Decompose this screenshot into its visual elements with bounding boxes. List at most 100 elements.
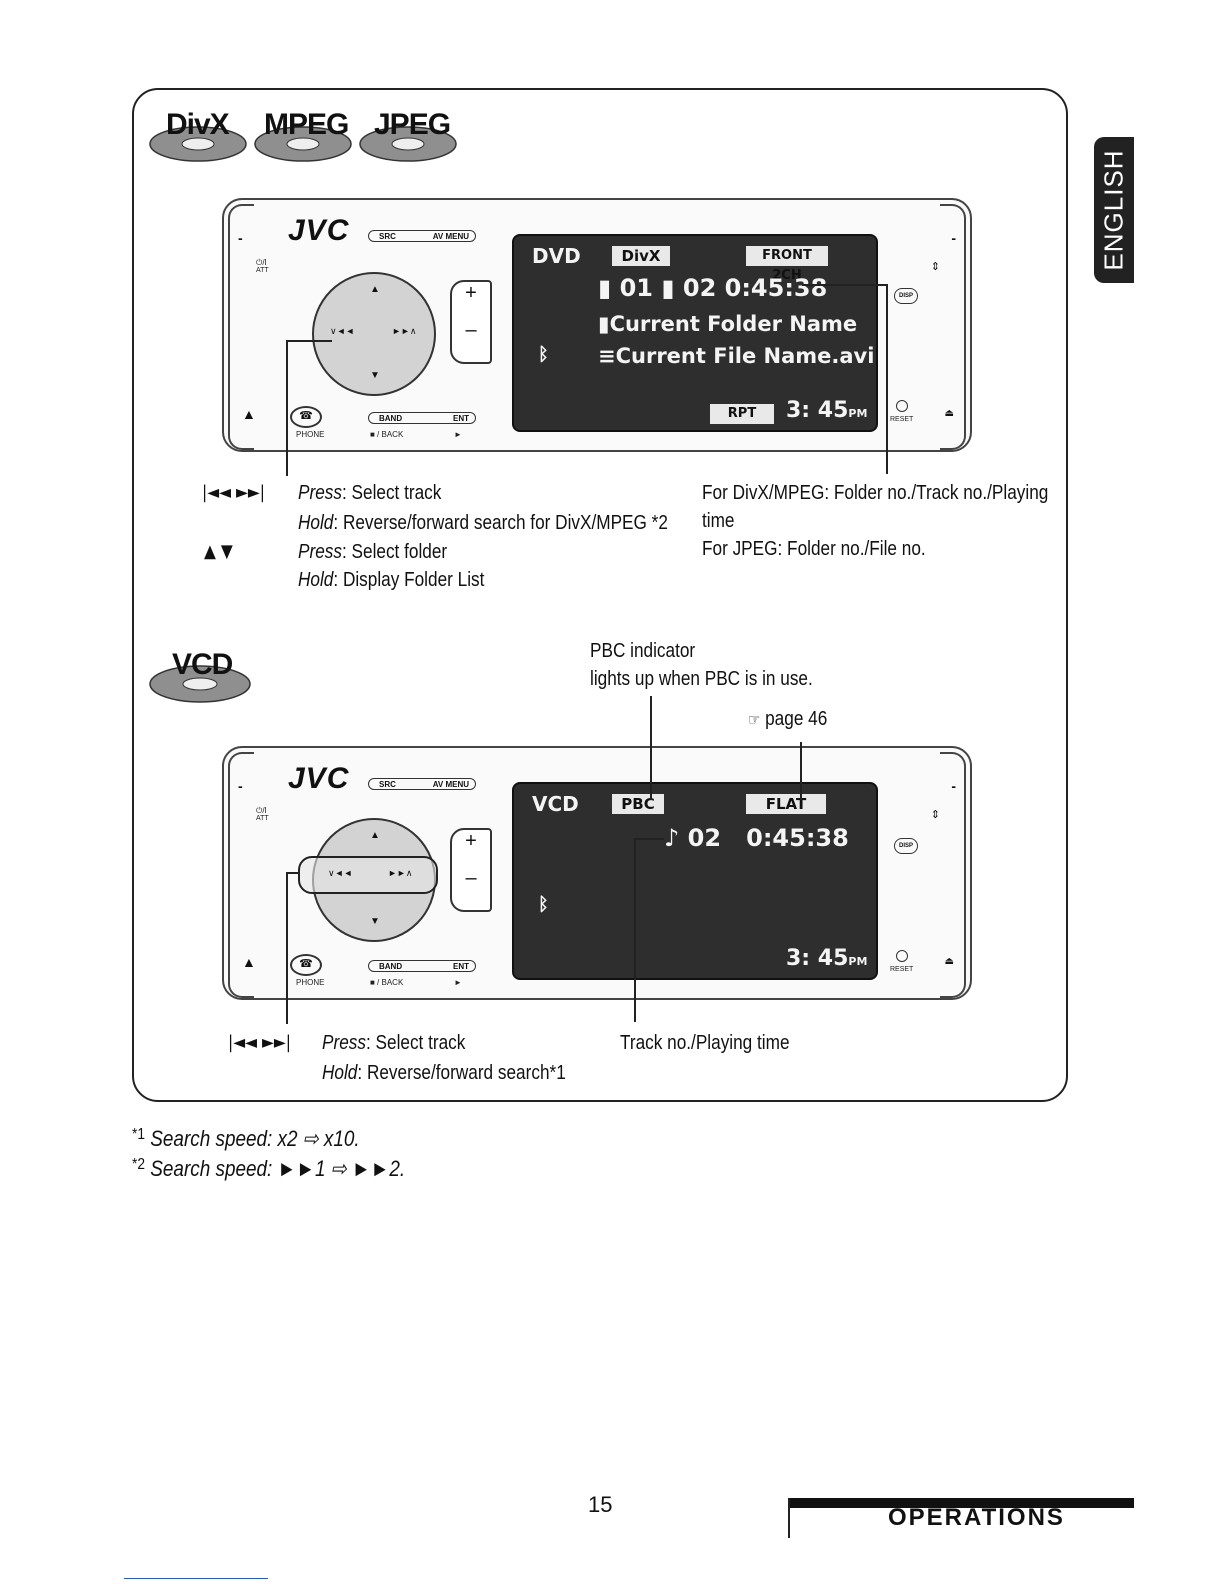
open-icon[interactable]: ⏏ xyxy=(944,408,954,419)
next-icon: ►►∧ xyxy=(392,326,417,336)
file-line: ≡Current File Name.avi xyxy=(598,344,875,368)
bottom-rule xyxy=(124,1578,268,1579)
brand-logo: JVC xyxy=(288,214,350,247)
prev-icon: ∨◄◄ xyxy=(330,326,355,336)
note2-track-playing-time: Track no./Playing time xyxy=(620,1032,790,1054)
src-avmenu-button[interactable]: SRC AV MENU xyxy=(368,230,476,242)
play-label: ► xyxy=(454,430,462,439)
right-minus-button[interactable]: - xyxy=(951,778,956,794)
disc-label-vcd: VCD xyxy=(172,648,233,681)
disc-label-mpeg: MPEG xyxy=(264,108,349,141)
control-wheel[interactable]: ▲ ▼ ∨◄◄ ►►∧ xyxy=(312,272,436,396)
eject-button[interactable]: ▲ xyxy=(242,954,256,970)
disc-label-divx: DivX xyxy=(166,108,230,141)
leader-line-skip-h xyxy=(286,340,332,342)
pbc-note-line2: lights up when PBC is in use. xyxy=(590,668,813,690)
source-indicator: VCD xyxy=(532,792,579,816)
track-line: ♪ 02 0:45:38 xyxy=(664,824,849,852)
note-press-select-folder: Press: Select folder xyxy=(298,541,448,563)
head-unit-1: - ⏻/I ATT ▲ JVC SRC AV MENU ▲ ▼ ∨◄◄ ►►∧ … xyxy=(222,198,972,452)
att-label: ATT xyxy=(256,267,269,274)
disc-icon-mpeg xyxy=(254,126,352,162)
up-arrow-icon: ▲ xyxy=(370,830,380,841)
minus-button[interactable]: - xyxy=(238,778,243,794)
folder-line: ▮Current Folder Name xyxy=(598,312,858,336)
reset-button[interactable] xyxy=(896,950,908,962)
right-faceplate-edge xyxy=(940,752,966,998)
sound-tag: FLAT xyxy=(746,794,826,814)
skip-symbol-1: |◄◄ ►►| xyxy=(202,482,265,503)
leader-line-skip-2-h xyxy=(286,872,298,874)
leader-line-track-time xyxy=(634,838,636,1022)
note-right-line1: For DivX/MPEG: Folder no./Track no./Play… xyxy=(702,482,1049,504)
footnote-2: *2 Search speed: ►►1 ⇨ ►►2. xyxy=(132,1156,406,1181)
bluetooth-icon: ᛒ xyxy=(538,894,549,915)
power-label: ⏻/I xyxy=(256,258,267,267)
band-ent-button[interactable]: BAND ENT xyxy=(368,960,476,972)
right-faceplate-edge xyxy=(940,204,966,450)
avmenu-label: AV MENU xyxy=(432,232,469,241)
disc-label-jpeg: JPEG xyxy=(374,108,451,141)
eject-button[interactable]: ▲ xyxy=(242,406,256,422)
folder-icon: ▮ xyxy=(598,274,620,302)
skip-key-highlight[interactable]: ∨◄◄ ►►∧ xyxy=(298,856,438,894)
power-label: ⏻/I xyxy=(256,806,267,815)
leader-line-time xyxy=(886,284,888,474)
disp-button[interactable]: DISP xyxy=(894,288,918,304)
reset-button[interactable] xyxy=(896,400,908,412)
track-line: ▮ 01 ▮ 02 0:45:38 xyxy=(598,274,828,302)
language-tab: ENGLISH xyxy=(1094,137,1134,283)
plus-label: + xyxy=(465,830,477,852)
leader-line-skip-2 xyxy=(286,872,288,1024)
phone-icon: ☎ xyxy=(299,410,313,422)
dash-label: – xyxy=(465,319,477,341)
disc-icon-divx xyxy=(149,126,247,162)
open-icon[interactable]: ⏏ xyxy=(944,956,954,967)
disc-icon-vcd xyxy=(149,665,251,703)
back-label: ■ / BACK xyxy=(370,978,404,987)
display-screen-1: DVD DivX FRONT 2CH ▮ 01 ▮ 02 0:45:38 ▮Cu… xyxy=(512,234,878,432)
band-ent-button[interactable]: BAND ENT xyxy=(368,412,476,424)
rpt-tag: RPT xyxy=(710,404,774,424)
ent-label: ENT xyxy=(453,414,469,423)
down-arrow-icon: ▼ xyxy=(370,370,380,381)
footnote-1: *1 Search speed: x2 ⇨ x10. xyxy=(132,1126,360,1151)
note2-press-select-track: Press: Select track xyxy=(322,1032,466,1054)
disp-button[interactable]: DISP xyxy=(894,838,918,854)
bluetooth-icon: ᛒ xyxy=(538,344,549,365)
next-icon: ►►∧ xyxy=(388,868,413,878)
dash-label: – xyxy=(465,867,477,889)
clock: 3: 45PM xyxy=(786,946,868,971)
phone-button[interactable]: ☎ xyxy=(290,954,322,976)
note-right-line2: time xyxy=(702,510,735,532)
note-hold-search: Hold: Reverse/forward search for DivX/MP… xyxy=(298,512,668,534)
note-hold-folder-list: Hold: Display Folder List xyxy=(298,569,485,591)
leader-line-skip xyxy=(286,340,288,476)
phone-label: PHONE xyxy=(296,430,325,439)
phone-button[interactable]: ☎ xyxy=(290,406,322,428)
att-label: ATT xyxy=(256,815,269,822)
leader-line-track-time-h xyxy=(634,838,664,840)
pbc-tag: PBC xyxy=(612,794,664,814)
src-avmenu-button[interactable]: SRC AV MENU xyxy=(368,778,476,790)
volume-rocker[interactable]: + – xyxy=(450,280,492,364)
format-tag: DivX xyxy=(612,246,670,266)
volume-rocker[interactable]: + – xyxy=(450,828,492,912)
folder-small-icon: ▮ xyxy=(598,312,610,336)
play-label: ► xyxy=(454,978,462,987)
phone-label: PHONE xyxy=(296,978,325,987)
updown-symbol: ▲ ▼ xyxy=(204,541,233,562)
section-banner-label: OPERATIONS xyxy=(888,1504,1065,1531)
minus-button[interactable]: - xyxy=(238,230,243,246)
note-right-line3: For JPEG: Folder no./File no. xyxy=(702,538,926,560)
reset-label: RESET xyxy=(890,416,914,423)
up-arrow-icon: ▲ xyxy=(370,284,380,295)
phone-icon: ☎ xyxy=(299,958,313,970)
back-label: ■ / BACK xyxy=(370,430,404,439)
brand-logo: JVC xyxy=(288,762,350,795)
page-number: 15 xyxy=(588,1492,613,1517)
src-label: SRC xyxy=(379,780,396,789)
right-minus-button[interactable]: - xyxy=(951,230,956,246)
left-faceplate-edge xyxy=(228,752,254,998)
head-unit-2: - ⏻/I ATT ▲ JVC SRC AV MENU ▲ ▼ ∨◄◄ ►►∧ … xyxy=(222,746,972,1000)
